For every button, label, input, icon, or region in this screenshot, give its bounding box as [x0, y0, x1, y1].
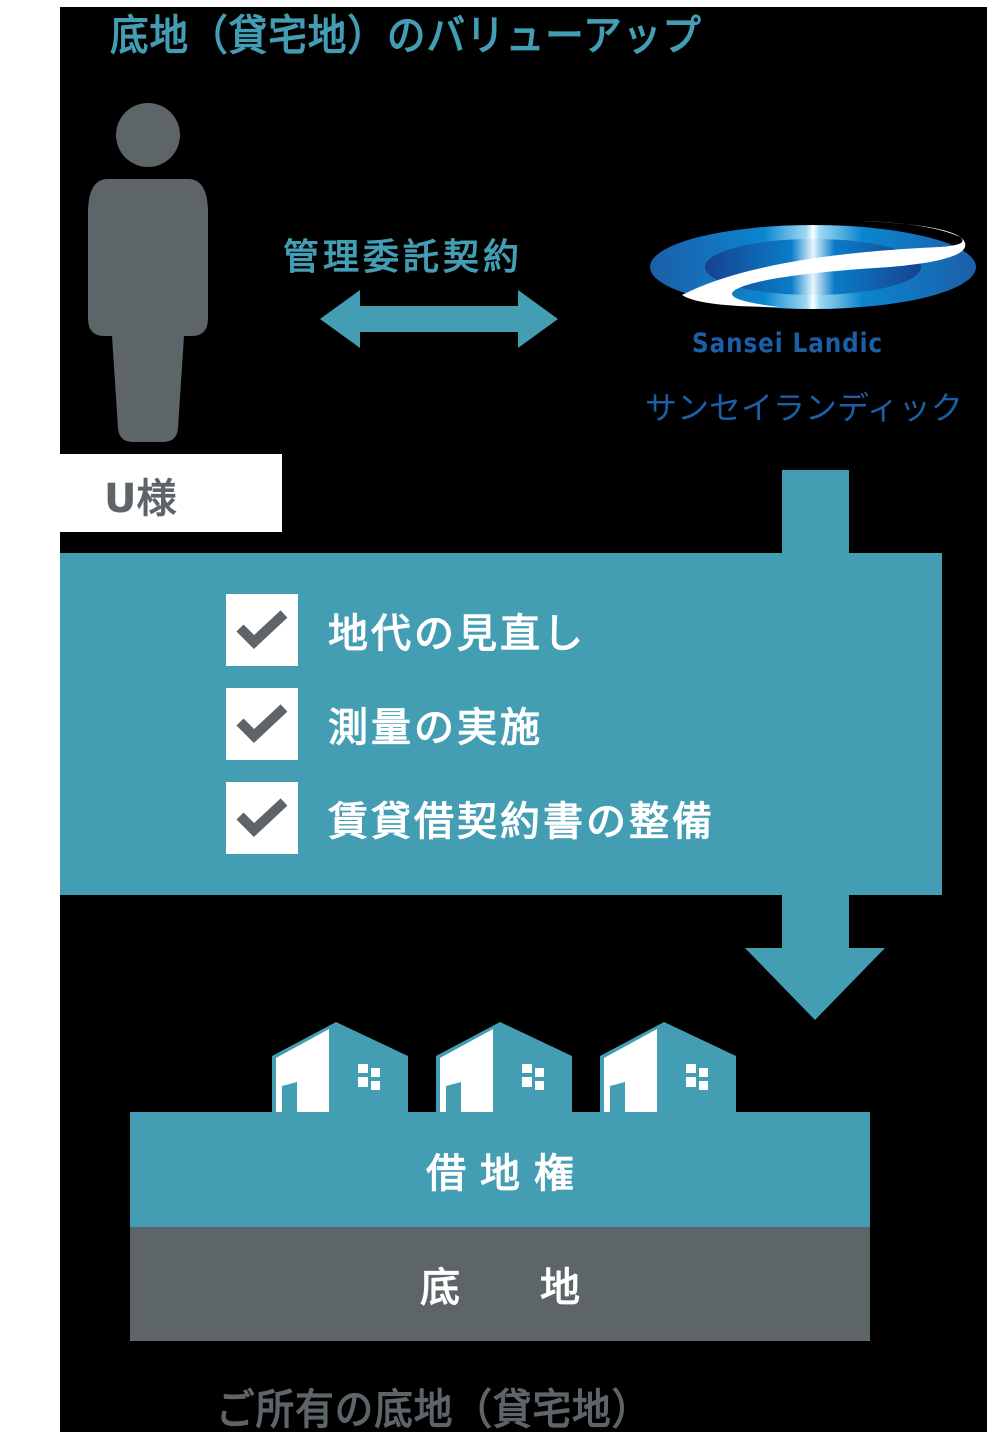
- land-label: 底 地: [420, 1265, 580, 1311]
- process-item: 地代の見直し: [226, 594, 586, 666]
- down-arrow-icon: [745, 895, 885, 1020]
- leasehold-layer: 借 地 権: [130, 1112, 870, 1227]
- process-item-label: 賃貸借契約書の整備: [328, 799, 715, 845]
- house-icon: [600, 1022, 736, 1114]
- contract-label: 管理委託契約: [283, 237, 524, 278]
- process-item: 測量の実施: [226, 688, 543, 760]
- sansei-landic-logo: [650, 221, 976, 309]
- house-icon: [272, 1022, 408, 1114]
- checkbox: [226, 688, 298, 760]
- person-icon: [88, 103, 208, 442]
- process-item-label: 地代の見直し: [328, 611, 586, 657]
- checkbox: [226, 594, 298, 666]
- property-caption: ご所有の底地（貸宅地）: [216, 1385, 652, 1434]
- process-box: [60, 553, 942, 895]
- land-layer: 底 地: [130, 1227, 870, 1341]
- checkbox: [226, 782, 298, 854]
- diagram-title: 底地（貸宅地）のバリューアップ: [110, 11, 702, 60]
- leasehold-label: 借 地 権: [426, 1150, 574, 1197]
- flow-arrow-stem-top: [782, 470, 849, 554]
- checkmark-icon: [236, 610, 288, 649]
- checkmark-icon: [236, 704, 288, 743]
- company-name-ja: サンセイランディック: [645, 389, 963, 427]
- process-item: 賃貸借契約書の整備: [226, 782, 715, 854]
- process-item-label: 測量の実施: [328, 705, 543, 751]
- house-icon: [436, 1022, 572, 1114]
- owner-label-box: [60, 454, 282, 532]
- checkmark-icon: [236, 798, 288, 837]
- double-arrow-icon: [320, 290, 558, 348]
- owner-label: U様: [104, 476, 177, 522]
- company-name-en: Sansei Landic: [692, 328, 884, 359]
